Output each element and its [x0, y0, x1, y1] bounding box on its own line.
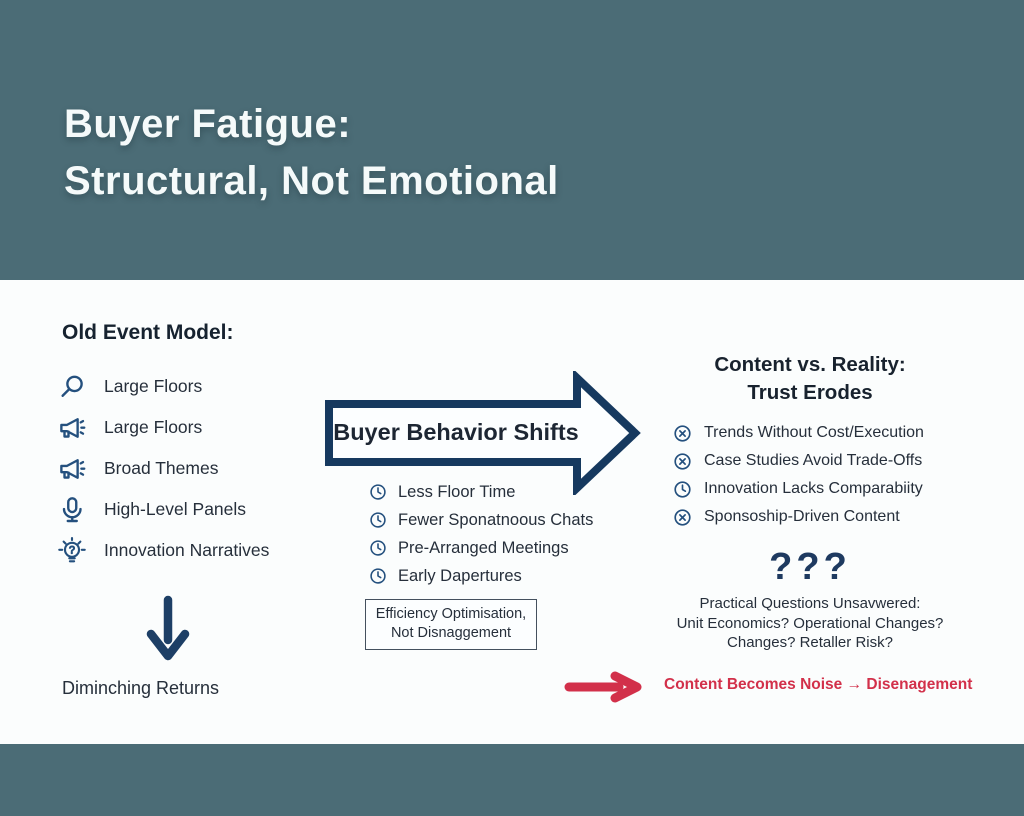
list-item: Less Floor Time	[369, 478, 649, 506]
lightbulb-icon: ?	[55, 536, 89, 566]
clock-icon	[673, 480, 692, 499]
questions-line1: Practical Questions Unsavwered:	[699, 595, 921, 612]
header-band: Buyer Fatigue: Structural, Not Emotional	[0, 0, 1024, 280]
list-item-label: Large Floors	[104, 417, 203, 437]
list-item-label: Innovation Lacks Comparabiity	[704, 480, 923, 497]
circle-x-icon	[673, 424, 692, 443]
page-title-line1: Buyer Fatigue:	[64, 102, 352, 146]
magnifier-icon	[55, 372, 89, 402]
svg-text:?: ?	[69, 544, 75, 556]
right-heading-line1: Content vs. Reality:	[714, 353, 906, 376]
practical-questions-block: Practical Questions Unsavwered: Unit Eco…	[640, 594, 980, 653]
red-right-arrow-icon	[563, 670, 653, 704]
list-item-label: Sponsoship-Driven Content	[704, 508, 900, 525]
list-item: Pre-Arranged Meetings	[369, 534, 649, 562]
circle-x-icon	[673, 508, 692, 527]
note-line1: Efficiency Optimisation,	[375, 606, 527, 622]
content-vs-reality-heading: Content vs. Reality: Trust Erodes	[650, 351, 970, 407]
list-item: Trends Without Cost/Execution	[673, 419, 973, 447]
questions-line2: Unit Economics? Operational Changes?	[676, 614, 944, 632]
page-title-line2: Structural, Not Emotional	[64, 159, 559, 203]
list-item: Broad Themes	[55, 448, 315, 489]
list-item-label: Innovation Narratives	[104, 540, 270, 560]
behavior-shift-list: Less Floor Time Fewer Sponatnoous Chats …	[369, 478, 649, 590]
buyer-behavior-shifts-label: Buyer Behavior Shifts	[333, 419, 579, 445]
list-item: Fewer Sponatnoous Chats	[369, 506, 649, 534]
list-item: ? Innovation Narratives	[55, 530, 315, 571]
list-item: Large Floors	[55, 407, 315, 448]
page-title: Buyer Fatigue: Structural, Not Emotional	[64, 96, 559, 210]
list-item: High-Level Panels	[55, 489, 315, 530]
list-item-label: Pre-Arranged Meetings	[398, 538, 569, 557]
clock-icon	[369, 539, 387, 557]
list-item: Large Floors	[55, 366, 315, 407]
note-line2: Not Disnaggement	[390, 625, 512, 641]
list-item: Case Studies Avoid Trade-Offs	[673, 447, 973, 475]
megaphone-icon	[55, 413, 89, 443]
list-item-label: Early Dapertures	[398, 566, 522, 585]
list-item-label: Case Studies Avoid Trade-Offs	[704, 452, 923, 469]
down-arrow-icon	[143, 594, 193, 666]
right-arrow-shape	[324, 371, 642, 495]
efficiency-note-box: Efficiency Optimisation, Not Disnaggemen…	[365, 599, 537, 650]
trust-erodes-list: Trends Without Cost/Execution Case Studi…	[673, 419, 973, 531]
diminishing-returns-label: Diminching Returns	[62, 678, 220, 698]
right-heading-line2: Trust Erodes	[747, 381, 873, 404]
list-item-label: Large Floors	[104, 376, 203, 396]
list-item-label: Trends Without Cost/Execution	[704, 424, 924, 441]
clock-icon	[369, 567, 387, 585]
questions-line3: Changes? Retaller Risk?	[727, 634, 893, 651]
clock-icon	[369, 511, 387, 529]
circle-x-icon	[673, 452, 692, 471]
old-event-model-list: Large Floors Large Floors Broad Themes	[55, 366, 315, 571]
list-item-label: Broad Themes	[104, 458, 219, 478]
list-item: Sponsoship-Driven Content	[673, 503, 973, 531]
list-item: Early Dapertures	[369, 562, 649, 590]
megaphone-icon	[55, 454, 89, 484]
old-event-model-heading: Old Event Model:	[62, 321, 234, 344]
footer-band	[0, 744, 1024, 816]
list-item: Innovation Lacks Comparabiity	[673, 475, 973, 503]
question-marks: ???	[769, 546, 851, 588]
list-item-label: High-Level Panels	[104, 499, 247, 519]
list-item-label: Fewer Sponatnoous Chats	[398, 510, 594, 529]
microphone-icon	[55, 495, 89, 525]
list-item-label: Less Floor Time	[398, 482, 516, 501]
content-becomes-noise-label: Content Becomes Noise → Disenagement	[664, 676, 973, 693]
clock-icon	[369, 483, 387, 501]
